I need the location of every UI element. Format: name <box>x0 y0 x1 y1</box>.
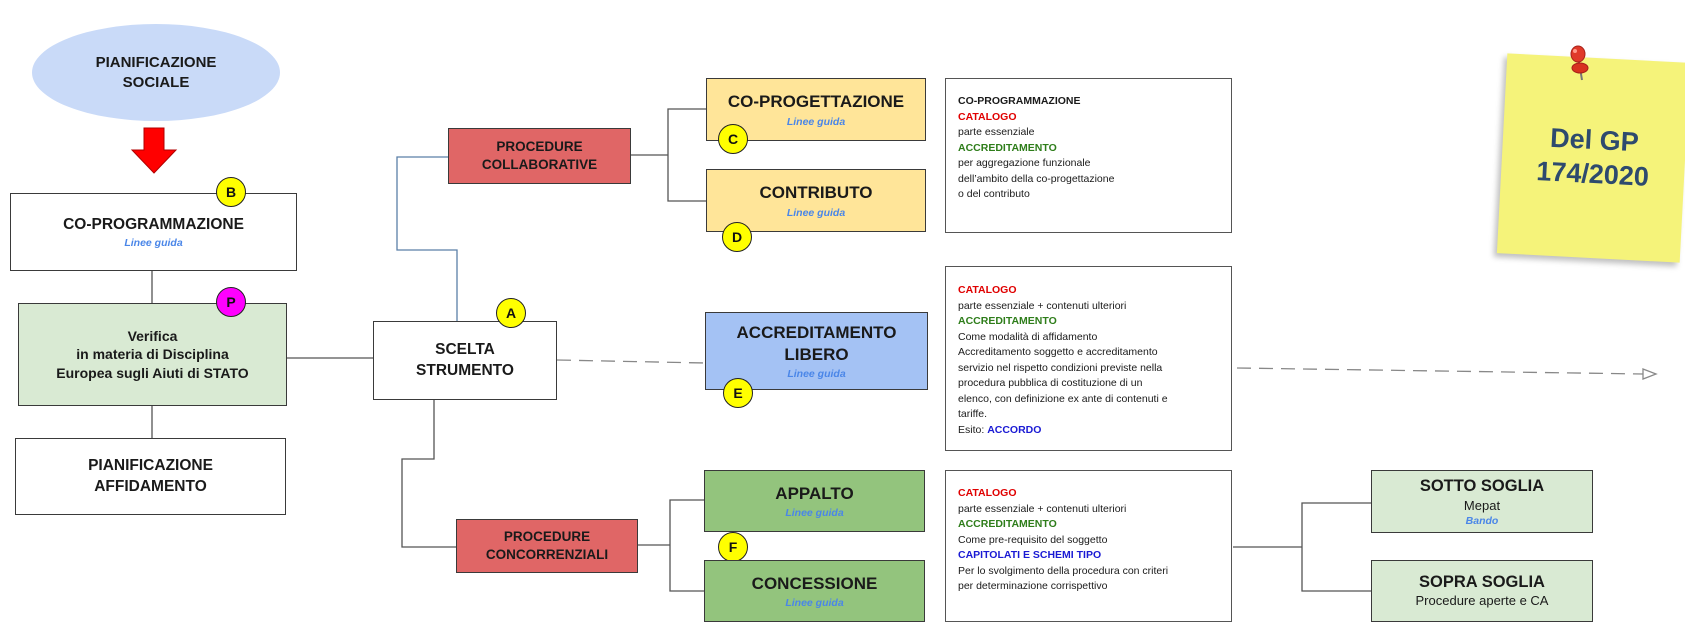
scelta-strumento-box[interactable]: SCELTA STRUMENTO <box>373 321 557 400</box>
contributo-box[interactable]: CONTRIBUTO Linee guida <box>706 169 926 232</box>
info1-line: dell’ambito della co-progettazione <box>958 172 1115 185</box>
affidamento-line-1: PIANIFICAZIONE <box>88 457 213 475</box>
contributo-guide-link[interactable]: Linee guida <box>786 206 846 219</box>
info2-esito-label: Esito: <box>958 423 988 436</box>
verifica-aiuti-stato-box[interactable]: Verifica in materia di Disciplina Europe… <box>18 303 287 406</box>
oval-line-2: SOCIALE <box>122 73 190 91</box>
accreditamento-line-2: LIBERO <box>784 345 849 364</box>
info2-line: procedura pubblica di costituzione di un <box>958 377 1143 390</box>
sopra-soglia-box[interactable]: SOPRA SOGLIA Procedure aperte e CA <box>1371 560 1593 622</box>
verifica-line-1: Verifica <box>127 328 178 345</box>
info1-line: per aggregazione funzionale <box>958 157 1091 170</box>
connector-concorr-split <box>669 499 704 592</box>
concorr-line-1: PROCEDURE <box>503 529 591 545</box>
note-line-2: 174/2020 <box>1535 156 1650 192</box>
pianificazione-affidamento-box[interactable]: PIANIFICAZIONE AFFIDAMENTO <box>15 438 286 515</box>
note-line-1: Del GP <box>1549 122 1640 158</box>
procedure-concorrenziali-box[interactable]: PROCEDURE CONCORRENZIALI <box>456 519 638 573</box>
badge-d: D <box>722 222 752 252</box>
info1-title: CO-PROGRAMMAZIONE <box>958 95 1081 107</box>
accreditamento-guide-link[interactable]: Linee guida <box>787 368 846 381</box>
appalto-box[interactable]: APPALTO Linee guida <box>704 470 925 532</box>
info-box-collaborative: CO-PROGRAMMAZIONE CATALOGO parte essenzi… <box>945 78 1232 233</box>
affidamento-line-2: AFFIDAMENTO <box>94 477 207 495</box>
info1-accreditamento: ACCREDITAMENTO <box>958 141 1057 154</box>
info3-catalogo: CATALOGO <box>958 487 1017 499</box>
procedure-collaborative-box[interactable]: PROCEDURE COLLABORATIVE <box>448 128 631 184</box>
info-box-accreditamento: CATALOGO parte essenziale + contenuti ul… <box>945 266 1232 451</box>
info2-line: servizio nel rispetto condizioni previst… <box>958 361 1163 374</box>
badge-e: E <box>723 378 753 408</box>
contributo-title: CONTRIBUTO <box>759 183 873 203</box>
badge-c: C <box>718 124 748 154</box>
info3-line: Per lo svolgimento della procedura con c… <box>958 564 1169 577</box>
verifica-line-2: in materia di Disciplina <box>76 346 229 363</box>
oval-line-1: PIANIFICAZIONE <box>95 54 217 71</box>
info1-line: o del contributo <box>958 188 1030 201</box>
sotto-soglia-box[interactable]: SOTTO SOGLIA Mepat Bando <box>1371 470 1593 533</box>
badge-p: P <box>216 287 246 317</box>
sotto-soglia-bando-link[interactable]: Bando <box>1465 514 1499 527</box>
connector-collab-split <box>667 108 706 202</box>
concessione-title: CONCESSIONE <box>751 573 878 593</box>
info2-line: Come modalità di affidamento <box>958 330 1098 343</box>
sopra-soglia-sub: Procedure aperte e CA <box>1415 593 1549 609</box>
info3-catalogo-text: parte essenziale + contenuti ulteriori <box>958 502 1127 515</box>
info2-esito-value: ACCORDO <box>987 423 1042 436</box>
collab-line-1: PROCEDURE <box>496 139 583 155</box>
connector-threshold-split <box>1301 502 1371 592</box>
info2-accreditamento: ACCREDITAMENTO <box>958 315 1057 328</box>
verifica-line-3: Europea sugli Aiuti di STATO <box>56 364 249 381</box>
concessione-guide-link[interactable]: Linee guida <box>785 597 844 610</box>
co-programmazione-title: CO-PROGRAMMAZIONE <box>63 215 244 233</box>
co-programmazione-guide-link[interactable]: Linee guida <box>124 237 183 250</box>
pianificazione-sociale-oval: PIANIFICAZIONE SOCIALE <box>32 24 280 121</box>
sotto-soglia-title: SOTTO SOGLIA <box>1419 477 1545 496</box>
dashed-connector-accreditamento <box>556 359 706 364</box>
info3-accreditamento: ACCREDITAMENTO <box>958 518 1057 531</box>
collab-line-2: COLLABORATIVE <box>481 157 598 172</box>
info2-line: tariffe. <box>958 408 987 421</box>
info3-line: per determinazione corrispettivo <box>958 580 1108 593</box>
dashed-arrow-line <box>1236 367 1644 375</box>
info2-catalogo-text: parte essenziale + contenuti ulteriori <box>958 299 1127 312</box>
info2-catalogo: CATALOGO <box>958 284 1017 296</box>
info3-acc-text: Come pre-requisito del soggetto <box>958 533 1108 546</box>
badge-f: F <box>718 532 748 562</box>
accreditamento-libero-box[interactable]: ACCREDITAMENTO LIBERO Linee guida <box>705 312 928 390</box>
accreditamento-line-1: ACCREDITAMENTO <box>736 322 897 342</box>
connector-scelta-collab <box>396 156 458 321</box>
sotto-soglia-sub: Mepat <box>1463 497 1501 513</box>
info1-catalogo-text: parte essenziale <box>958 126 1035 139</box>
scelta-line-2: STRUMENTO <box>416 361 514 379</box>
badge-a: A <box>496 298 526 328</box>
badge-b: B <box>216 177 246 207</box>
dashed-arrow-head <box>1642 368 1658 380</box>
co-programmazione-box[interactable]: CO-PROGRAMMAZIONE Linee guida <box>10 193 297 271</box>
info3-capitolati: CAPITOLATI E SCHEMI TIPO <box>958 549 1102 562</box>
info-box-concorrenziali: CATALOGO parte essenziale + contenuti ul… <box>945 470 1232 622</box>
appalto-title: APPALTO <box>775 483 854 503</box>
info1-catalogo: CATALOGO <box>958 110 1017 123</box>
scelta-line-1: SCELTA <box>435 341 495 359</box>
concessione-box[interactable]: CONCESSIONE Linee guida <box>704 560 925 622</box>
info2-line: Accreditamento soggetto e accreditamento <box>958 346 1158 359</box>
red-down-arrow-icon <box>130 127 178 174</box>
concorr-line-2: CONCORRENZIALI <box>485 547 609 562</box>
sopra-soglia-title: SOPRA SOGLIA <box>1419 572 1545 591</box>
appalto-guide-link[interactable]: Linee guida <box>785 507 844 520</box>
co-progettazione-guide-link[interactable]: Linee guida <box>786 115 846 128</box>
info2-esito: Esito: ACCORDO <box>958 423 1219 439</box>
info2-line: elenco, con definizione ex ante di conte… <box>958 392 1168 405</box>
sticky-note: Del GP 174/2020 <box>1496 53 1685 263</box>
co-progettazione-title: CO-PROGETTAZIONE <box>727 92 905 112</box>
push-pin-icon <box>1570 45 1589 81</box>
connector-scelta-concorr <box>401 400 456 548</box>
